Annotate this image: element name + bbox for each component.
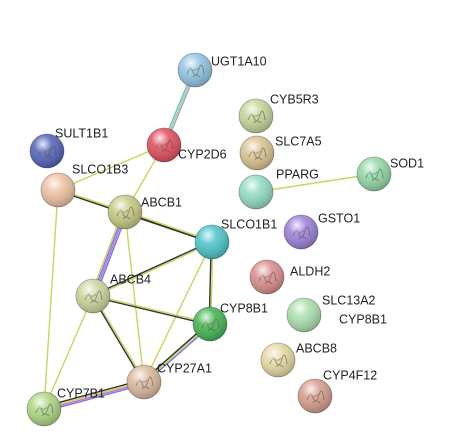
node-label: CYP8B1 — [220, 301, 268, 315]
node-highlight — [298, 379, 332, 413]
node-label: CYB5R3 — [270, 92, 319, 106]
node-pparg[interactable] — [238, 174, 274, 210]
node-cyb5r3[interactable] — [238, 98, 274, 134]
edge-strand — [44, 383, 145, 412]
edge-abcb4-cyp7b1 — [43, 295, 94, 410]
edge-strand — [43, 380, 144, 409]
node-label: ABCB1 — [141, 195, 182, 209]
node-highlight — [147, 128, 181, 162]
node-abcb4[interactable] — [75, 278, 111, 314]
node-label: CYP8B1 — [339, 312, 387, 326]
edge-strand — [143, 241, 213, 383]
node-label: GSTO1 — [318, 211, 360, 225]
edge-slco1b1-cyp27a1 — [143, 241, 213, 383]
node-slco1b3[interactable] — [40, 172, 76, 208]
node-label: ALDH2 — [290, 264, 330, 278]
node-cyp7b1[interactable] — [26, 391, 62, 427]
node-label: SULT1B1 — [55, 126, 108, 140]
edge-slco1b1-abcb4 — [92, 240, 213, 298]
node-highlight — [27, 392, 61, 426]
edge-strand — [43, 379, 144, 408]
node-abcb8[interactable] — [260, 342, 296, 378]
node-gsto1[interactable] — [283, 214, 319, 250]
node-label: SLC13A2 — [322, 293, 376, 307]
node-label: SOD1 — [390, 156, 424, 170]
node-highlight — [41, 173, 75, 207]
node-label: SLC7A5 — [275, 134, 322, 148]
edge-slco1b3-cyp2d6 — [57, 144, 165, 191]
edge-strand — [93, 242, 213, 298]
edge-strand — [92, 296, 210, 326]
edge-pparg-sod1 — [255, 173, 375, 193]
node-label: SLCO1B3 — [72, 162, 128, 176]
node-highlight — [287, 298, 321, 332]
edge-strand — [57, 144, 165, 191]
node-label: SLCO1B1 — [221, 217, 277, 231]
edge-strand — [255, 173, 375, 193]
node-sult1b1[interactable] — [29, 133, 65, 169]
node-highlight — [240, 136, 274, 170]
node-sod1[interactable] — [356, 156, 392, 192]
node-highlight — [195, 225, 229, 259]
edge-strand — [124, 211, 145, 383]
node-slc7a5[interactable] — [239, 135, 275, 171]
node-label: CYP2D6 — [178, 147, 227, 161]
node-highlight — [30, 134, 64, 168]
edge-strand — [43, 189, 59, 410]
edge-strand — [44, 382, 145, 411]
node-layer — [26, 52, 392, 427]
edge-cyp27a1-cyp7b1 — [43, 379, 145, 412]
node-label: CYP27A1 — [157, 361, 212, 375]
node-ugt1a10[interactable] — [177, 52, 213, 88]
node-slco1b1[interactable] — [194, 224, 230, 260]
node-cyp2d6[interactable] — [146, 127, 182, 163]
node-label: CYP4F12 — [323, 368, 377, 382]
node-label: ABCB4 — [110, 272, 151, 286]
node-cyp4f12[interactable] — [297, 378, 333, 414]
node-highlight — [284, 215, 318, 249]
edge-strand — [92, 240, 212, 296]
node-label: CYP7B1 — [57, 386, 105, 400]
edge-strand — [93, 294, 211, 324]
node-aldh2[interactable] — [249, 259, 285, 295]
node-highlight — [357, 157, 391, 191]
node-cyp8b1[interactable] — [192, 306, 228, 342]
node-cyp27a1[interactable] — [126, 364, 162, 400]
node-highlight — [239, 99, 273, 133]
node-label: PPARG — [276, 167, 319, 181]
edge-strand — [43, 295, 94, 410]
node-highlight — [239, 175, 273, 209]
node-highlight — [108, 195, 142, 229]
node-highlight — [193, 307, 227, 341]
node-label: UGT1A10 — [211, 54, 267, 68]
edge-slco1b3-cyp7b1 — [43, 189, 59, 410]
node-highlight — [250, 260, 284, 294]
edge-abcb4-cyp8b1 — [92, 294, 211, 326]
node-highlight — [261, 343, 295, 377]
node-highlight — [178, 53, 212, 87]
node-abcb1[interactable] — [107, 194, 143, 230]
node-highlight — [127, 365, 161, 399]
edge-abcb1-cyp27a1 — [124, 211, 145, 383]
node-slc13a2[interactable] — [286, 297, 322, 333]
node-highlight — [76, 279, 110, 313]
node-label: ABCB8 — [296, 341, 337, 355]
